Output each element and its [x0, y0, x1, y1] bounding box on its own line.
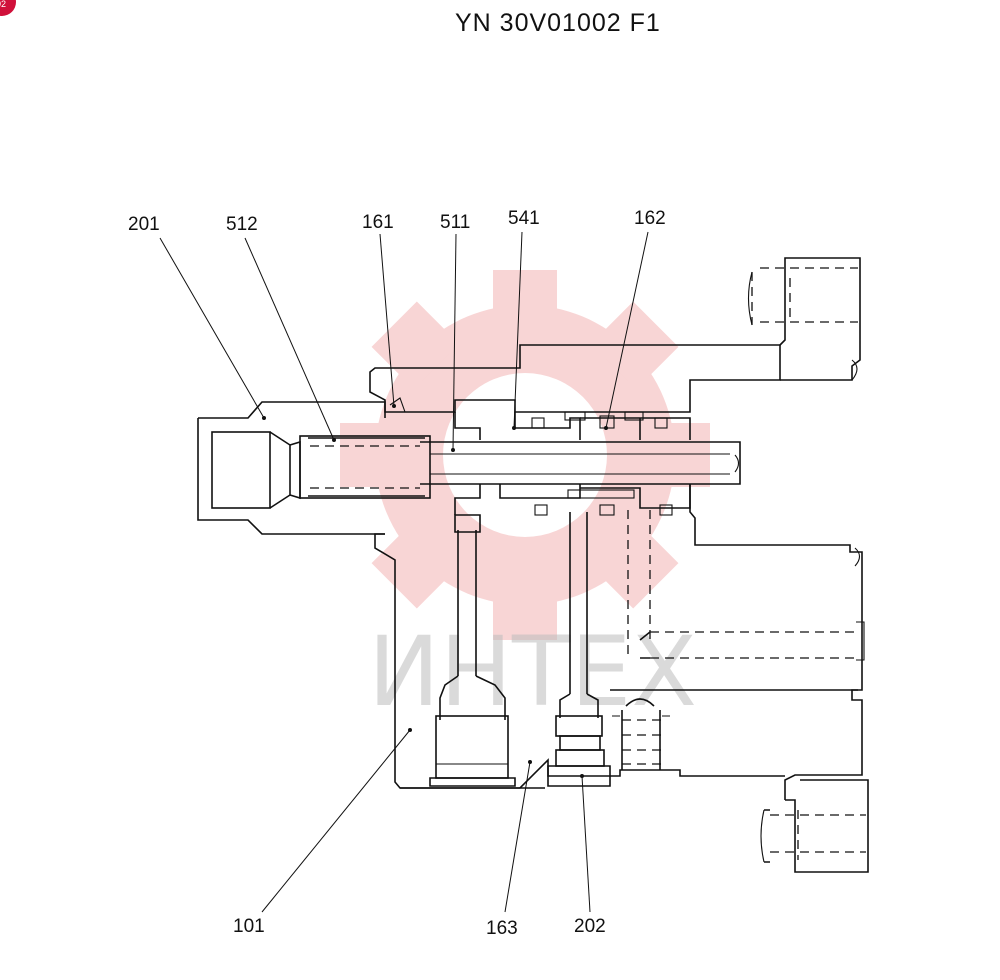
- part-label-101: 101: [233, 916, 265, 937]
- part-label-201: 201: [128, 214, 160, 235]
- watermark-text: ИНТЕХ: [368, 616, 697, 728]
- drawing-title: YN 30V01002 F1: [455, 9, 661, 37]
- badge-circle: [0, 0, 16, 16]
- corner-badge: 02: [0, 0, 16, 16]
- part-label-511: 511: [440, 212, 470, 233]
- part-label-541: 541: [508, 208, 540, 229]
- watermark-gear-icon: [340, 270, 710, 640]
- part-label-512: 512: [226, 214, 258, 235]
- leader-lines: [159, 231, 649, 913]
- part-labels: 201 512 161 511 541 162 101 163 202: [128, 208, 666, 939]
- part-label-162: 162: [634, 208, 666, 229]
- part-label-202: 202: [574, 916, 606, 937]
- valve-assembly: [197, 257, 869, 873]
- badge-text: 02: [0, 0, 6, 9]
- part-label-163: 163: [486, 918, 518, 939]
- part-label-161: 161: [362, 212, 394, 233]
